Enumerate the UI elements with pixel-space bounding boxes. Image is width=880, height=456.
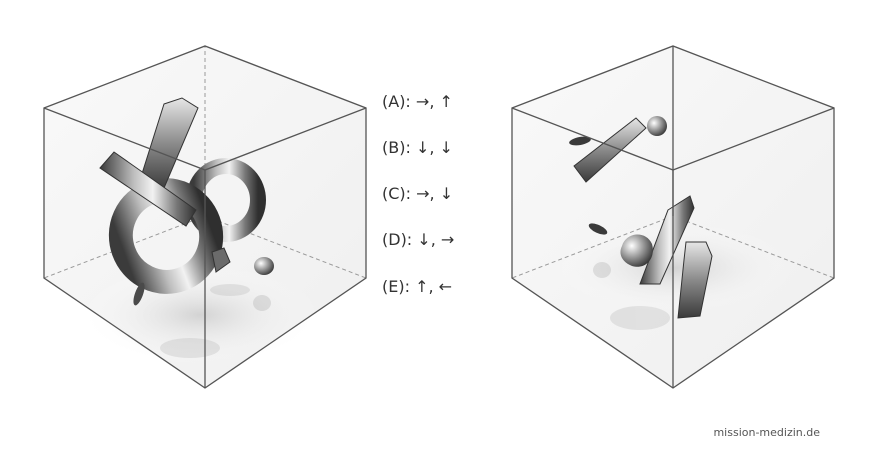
right-cube-ball [647, 116, 667, 136]
left-cube [43, 45, 367, 389]
right-cube-tall-block [639, 195, 695, 285]
right-cube-blob [620, 234, 653, 267]
right-cube-front-edge [511, 107, 674, 171]
right-cube-hidden-edge [511, 215, 674, 279]
right-cube-rod-diagonal [573, 117, 647, 183]
option-e[interactable]: (E): ↑, ← [382, 277, 453, 296]
option-d[interactable]: (D): ↓, → [382, 230, 455, 249]
watermark: mission-medizin.de [713, 426, 820, 439]
option-c[interactable]: (C): →, ↓ [382, 184, 454, 203]
right-cube-floor-shadow [555, 223, 795, 313]
right-cube-reflections [593, 262, 670, 330]
left-cube-small-block [211, 247, 231, 273]
right-cube-front-edge [672, 107, 835, 171]
option-b[interactable]: (B): ↓, ↓ [382, 138, 453, 157]
left-cube-small-disc [133, 282, 145, 306]
left-cube-small-ball [254, 257, 274, 275]
right-cube-hidden-edge [672, 215, 835, 279]
right-cube [511, 45, 835, 389]
option-a[interactable]: (A): →, ↑ [382, 92, 453, 111]
right-cube-disc-mid [588, 223, 608, 235]
left-cube-outline [43, 45, 367, 389]
left-cube-rod-horizontal [99, 151, 197, 227]
right-cube-pillar [677, 241, 713, 319]
right-cube-disc-top [569, 136, 591, 146]
